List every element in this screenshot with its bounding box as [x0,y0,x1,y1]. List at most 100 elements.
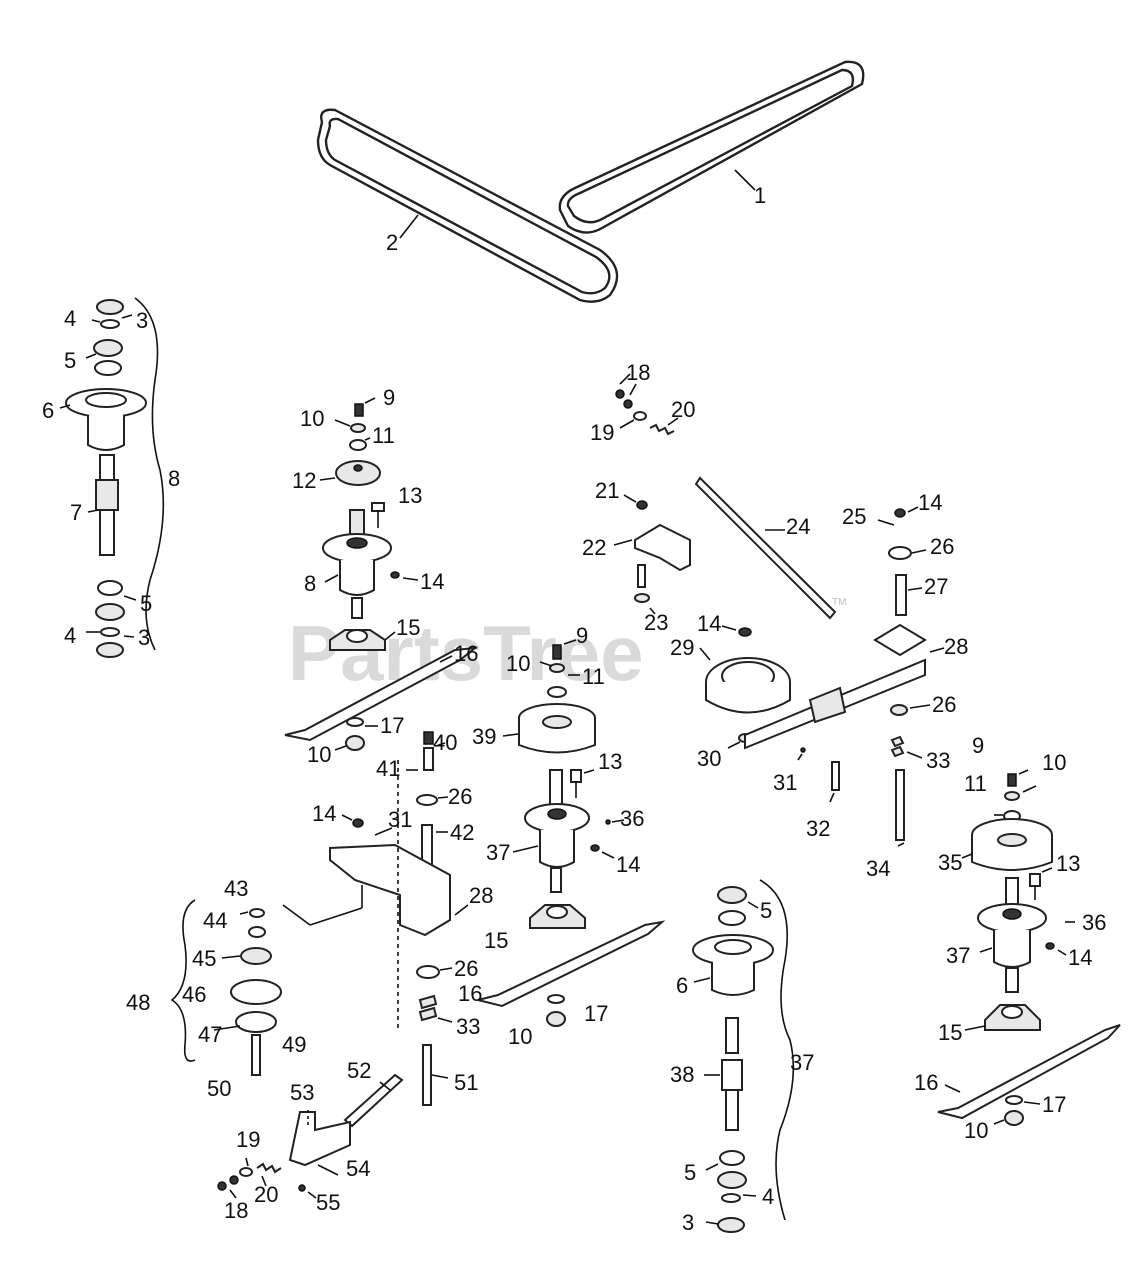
callout: 31 [773,770,797,795]
spindle-left-exploded[interactable] [284,397,479,751]
callout: 13 [1056,851,1080,876]
callout: 14 [312,801,336,826]
callout: 14 [1068,945,1092,970]
callout: 34 [866,856,890,881]
belt-2[interactable] [316,108,619,303]
callout: 26 [932,692,956,717]
callout: 14 [616,852,640,877]
callout: 36 [620,806,644,831]
callout: 17 [1042,1092,1066,1117]
callout: 23 [644,610,668,635]
callout: 12 [292,468,316,493]
callout: 14 [420,569,444,594]
callout: 33 [456,1014,480,1039]
callout: 9 [972,733,984,758]
spindle-assembly-37[interactable] [692,879,795,1233]
callout: 26 [930,534,954,559]
callout: 8 [304,571,316,596]
callout: 3 [136,308,148,333]
idler-assembly[interactable] [613,373,945,847]
callout: 4 [64,306,76,331]
belt-1[interactable] [558,60,865,234]
callout: 5 [64,348,76,373]
callout-labels: 1 2 4 3 5 6 7 8 5 4 3 9 10 11 12 13 8 14… [42,183,1106,1235]
callout: 11 [964,771,987,796]
callout: 5 [760,898,772,923]
callout: 33 [926,748,950,773]
callout: 54 [346,1156,370,1181]
callout: 39 [472,724,496,749]
callout: 44 [203,908,227,933]
callout: 10 [307,742,331,767]
callout: 41 [376,756,400,781]
callout: 8 [168,466,180,491]
callout: 5 [140,591,152,616]
callout: 6 [676,973,688,998]
callout: 28 [944,634,968,659]
spindle-right[interactable] [937,769,1121,1126]
callout: 15 [484,928,508,953]
callout: 42 [450,820,474,845]
callout: 18 [626,360,650,385]
callout: 13 [598,749,622,774]
callout: 10 [508,1024,532,1049]
spindle-center[interactable] [477,639,666,1027]
mounting-bracket-left[interactable] [282,731,469,1106]
idler-bracket-bottom[interactable] [217,1073,404,1199]
callout: 37 [790,1050,814,1075]
callout: 31 [388,807,412,832]
callout: 36 [1082,910,1106,935]
callout: 3 [138,625,150,650]
callout: 5 [684,1160,696,1185]
callout: 46 [182,982,206,1007]
callout: 29 [670,635,694,660]
callout: 14 [697,611,721,636]
callout: 22 [582,535,606,560]
callout: 53 [290,1080,314,1105]
callout: 16 [454,641,478,666]
callout: 35 [938,850,962,875]
callout: 32 [806,816,830,841]
callout: 43 [224,876,248,901]
callout: 51 [454,1070,478,1095]
callout: 37 [946,943,970,968]
callout: 10 [300,406,324,431]
spindle-assembly-left[interactable] [59,297,165,658]
callout: 18 [224,1198,248,1223]
callout: 17 [584,1001,608,1026]
callout: 30 [697,746,721,771]
callout: 10 [1042,750,1066,775]
callout: 9 [576,623,588,648]
callout: 55 [316,1190,340,1215]
callout: 38 [670,1062,694,1087]
callout: 19 [590,420,614,445]
pulley-kit-48[interactable] [170,899,282,1076]
callout: 24 [786,514,810,539]
watermark-tm: TM [832,597,846,608]
callout: 26 [448,784,472,809]
callout: 10 [506,651,530,676]
callout: 4 [762,1184,774,1209]
callout: 15 [396,615,420,640]
callout: 11 [582,664,605,689]
callout: 9 [383,385,395,410]
callout: 16 [914,1070,938,1095]
callout: 2 [386,230,398,255]
callout: 45 [192,946,216,971]
callout: 3 [682,1210,694,1235]
callout: 6 [42,398,54,423]
callout: 14 [918,490,942,515]
callout: 37 [486,840,510,865]
callout: 20 [671,397,695,422]
callout: 7 [70,500,82,525]
callout: 13 [398,483,422,508]
callout: 21 [595,478,619,503]
callout: 15 [938,1020,962,1045]
callout: 26 [454,956,478,981]
callout: 20 [254,1182,278,1207]
callout: 48 [126,990,150,1015]
callout: 19 [236,1127,260,1152]
callout: 27 [924,574,948,599]
callout: 28 [469,883,493,908]
